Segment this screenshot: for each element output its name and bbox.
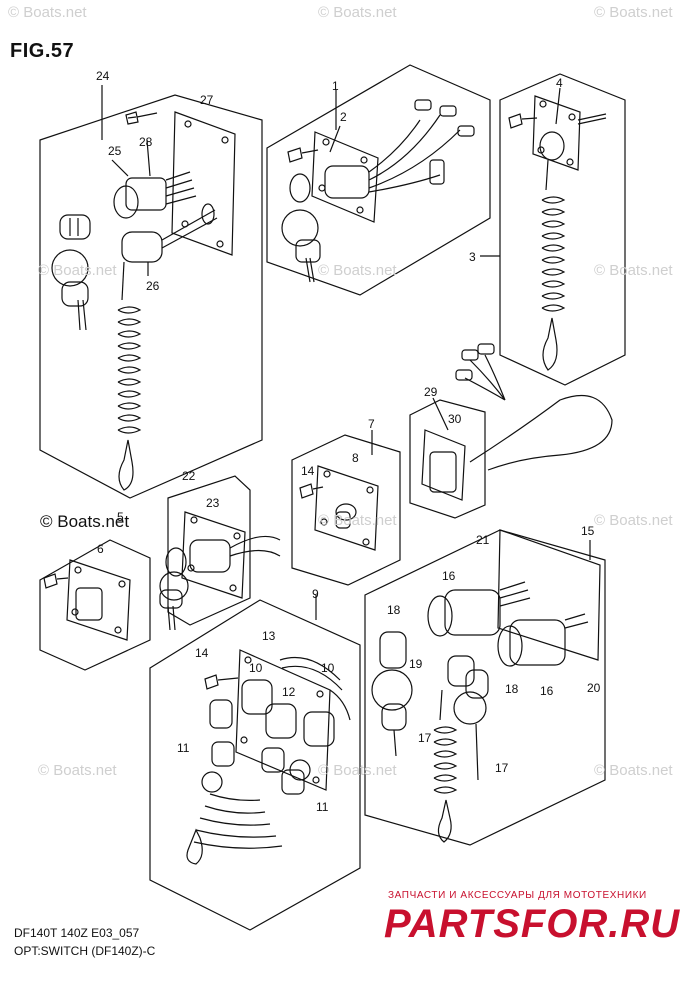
plate-4 — [532, 95, 581, 171]
callout-28: 28 — [139, 135, 153, 149]
callout-20: 20 — [587, 681, 601, 695]
watermark: © Boats.net — [318, 262, 397, 279]
group-29-box — [409, 399, 486, 519]
watermark: © Boats.net — [594, 762, 673, 779]
callout-23: 23 — [206, 496, 220, 510]
group-5-box — [39, 539, 151, 671]
plate-6 — [66, 559, 131, 641]
group-24-box — [39, 94, 263, 499]
figure-title: FIG.57 — [10, 40, 75, 62]
watermark: © Boats.net — [594, 512, 673, 529]
plate-13 — [235, 649, 331, 791]
callout-10-right: 10 — [321, 661, 335, 675]
brand-logo: PARTSFOR.RU — [384, 902, 681, 946]
callout-10-left: 10 — [249, 661, 263, 675]
callout-8: 8 — [352, 451, 359, 465]
callout-24: 24 — [96, 69, 110, 83]
callout-9: 9 — [312, 587, 319, 601]
plate-27 — [171, 111, 236, 256]
callout-17-right: 17 — [495, 761, 509, 775]
watermark: © Boats.net — [318, 4, 397, 21]
callout-17-left: 17 — [418, 731, 432, 745]
watermark: © Boats.net — [594, 4, 673, 21]
callout-14-lower: 14 — [195, 646, 209, 660]
plate-7 — [314, 465, 379, 551]
callout-15: 15 — [581, 524, 595, 538]
callout-6: 6 — [97, 542, 104, 556]
callout-1: 1 — [332, 79, 339, 93]
callout-21: 21 — [476, 533, 490, 547]
callout-18-right: 18 — [505, 682, 519, 696]
callout-3: 3 — [469, 250, 476, 264]
group-1-box — [266, 64, 491, 296]
watermark: © Boats.net — [318, 512, 397, 529]
watermark: © Boats.net — [8, 4, 87, 21]
callout-5: 5 — [117, 510, 124, 524]
group-9-box — [149, 599, 361, 931]
watermark-strong: © Boats.net — [40, 512, 130, 531]
callout-25: 25 — [108, 144, 122, 158]
group-15-box — [364, 529, 606, 846]
plate-1 — [311, 131, 379, 223]
callout-7: 7 — [368, 417, 375, 431]
callout-16-upper: 16 — [442, 569, 456, 583]
callout-27: 27 — [200, 93, 214, 107]
group-4-box — [499, 73, 626, 386]
callout-30: 30 — [448, 412, 462, 426]
callout-4: 4 — [556, 76, 563, 90]
callout-16-lower: 16 — [540, 684, 554, 698]
footer-section-name: OPT:SWITCH (DF140Z)-C — [14, 944, 156, 958]
callout-18-left: 18 — [387, 603, 401, 617]
callout-2: 2 — [340, 110, 347, 124]
callout-13: 13 — [262, 629, 276, 643]
plate-23 — [181, 511, 246, 599]
callout-19: 19 — [409, 657, 423, 671]
watermark: © Boats.net — [594, 262, 673, 279]
footer-model-code: DF140T 140Z E03_057 — [14, 926, 140, 940]
plate-20 — [497, 529, 601, 661]
group-7-box — [291, 434, 401, 586]
callout-11-left: 11 — [177, 741, 190, 755]
callout-14-upper: 14 — [301, 464, 315, 478]
callout-29: 29 — [424, 385, 438, 399]
plate-29 — [421, 429, 466, 501]
watermark: © Boats.net — [318, 762, 397, 779]
watermark: © Boats.net — [38, 262, 117, 279]
callout-26: 26 — [146, 279, 160, 293]
watermark: © Boats.net — [38, 762, 117, 779]
callout-22: 22 — [182, 469, 196, 483]
brand-tagline: ЗАПЧАСТИ И АКСЕССУАРЫ ДЛЯ МОТОТЕХНИКИ — [388, 890, 647, 901]
callout-12: 12 — [282, 685, 296, 699]
callout-11-right: 11 — [316, 800, 329, 814]
